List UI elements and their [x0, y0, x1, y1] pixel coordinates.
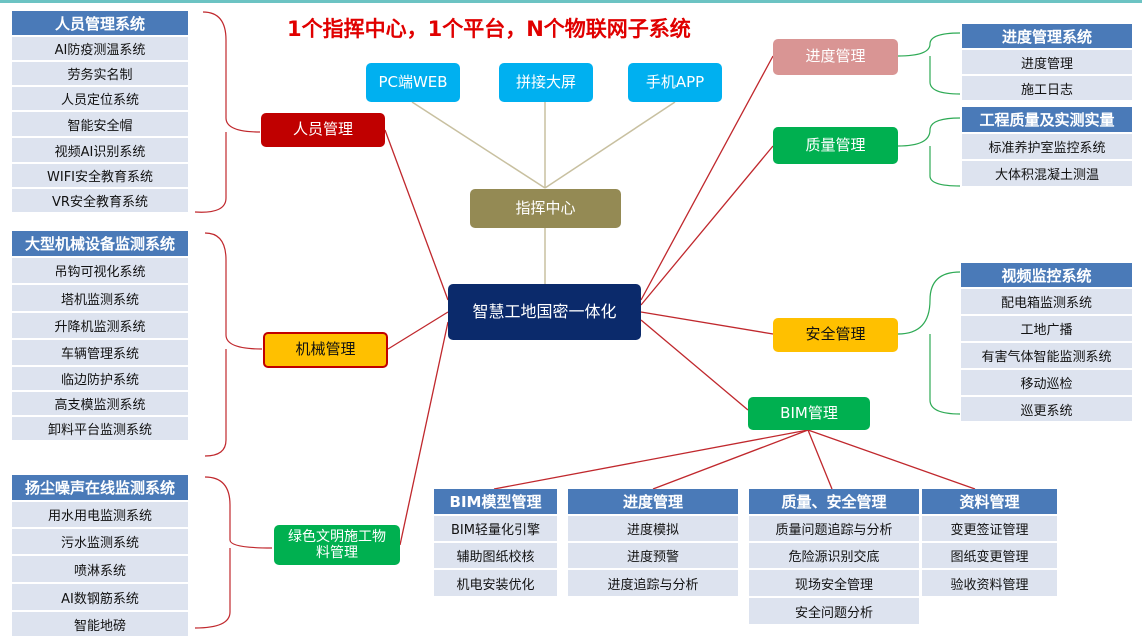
list-item[interactable]: BIM轻量化引擎 [434, 516, 557, 541]
machinery-systems-header: 大型机械设备监测系统 [12, 231, 188, 256]
list-item[interactable]: 污水监测系统 [12, 529, 188, 554]
page-headline: 1个指挥中心，1个平台，N个物联网子系统 [287, 17, 691, 41]
list-item[interactable]: 施工日志 [962, 76, 1132, 100]
list-item[interactable]: 现场安全管理 [749, 570, 919, 596]
list-item[interactable]: 验收资料管理 [922, 570, 1057, 596]
terminal-big-screen[interactable]: 拼接大屏 [499, 63, 593, 102]
list-item[interactable]: 人员定位系统 [12, 87, 188, 110]
list-item[interactable]: 吊钩可视化系统 [12, 258, 188, 283]
list-item[interactable]: 车辆管理系统 [12, 340, 188, 365]
list-item[interactable]: 升降机监测系统 [12, 313, 188, 338]
branch-bim[interactable]: BIM管理 [748, 397, 870, 430]
list-item[interactable]: 巡更系统 [961, 397, 1132, 421]
terminal-mobile-app[interactable]: 手机APP [628, 63, 722, 102]
list-item[interactable]: 视频AI识别系统 [12, 138, 188, 162]
link-center-quality [640, 145, 774, 306]
list-item[interactable]: 进度预警 [568, 543, 738, 568]
list-item[interactable]: 卸料平台监测系统 [12, 417, 188, 440]
list-item[interactable]: 机电安装优化 [434, 570, 557, 596]
link-app-command [544, 101, 676, 189]
central-node[interactable]: 智慧工地国密一体化 [448, 284, 641, 340]
list-item[interactable]: 喷淋系统 [12, 556, 188, 582]
link-bim-progress [652, 429, 809, 490]
link-bim-docs [807, 429, 976, 490]
list-item[interactable]: 变更签证管理 [922, 516, 1057, 541]
list-item[interactable]: 辅助图纸校核 [434, 543, 557, 568]
list-item[interactable]: 用水用电监测系统 [12, 502, 188, 527]
list-item[interactable]: 安全问题分析 [749, 598, 919, 624]
branch-progress[interactable]: 进度管理 [773, 39, 898, 75]
link-pc-command [411, 101, 546, 189]
list-item[interactable]: 劳务实名制 [12, 62, 188, 85]
link-bim-model [493, 429, 809, 490]
list-item[interactable]: 有害气体智能监测系统 [961, 343, 1132, 368]
list-item[interactable]: 智能安全帽 [12, 112, 188, 136]
progress-system-header: 进度管理系统 [962, 24, 1132, 48]
bracket-green [194, 476, 273, 629]
link-center-personnel [384, 129, 449, 301]
bim-model-header: BIM模型管理 [434, 489, 557, 514]
list-item[interactable]: 配电箱监测系统 [961, 289, 1132, 314]
branch-safety[interactable]: 安全管理 [773, 318, 898, 352]
list-item[interactable]: 进度追踪与分析 [568, 570, 738, 596]
bracket-safety [897, 271, 961, 415]
list-item[interactable]: WIFI安全教育系统 [12, 164, 188, 187]
list-item[interactable]: AI防疫测温系统 [12, 37, 188, 60]
link-center-green [399, 321, 449, 546]
bracket-machinery [204, 232, 263, 457]
list-item[interactable]: 质量问题追踪与分析 [749, 516, 919, 541]
bracket-quality [897, 117, 961, 187]
link-center-bim [640, 319, 749, 411]
link-bim-qs [807, 429, 833, 490]
list-item[interactable]: 进度模拟 [568, 516, 738, 541]
link-center-safety [640, 311, 774, 335]
list-item[interactable]: AI数钢筋系统 [12, 584, 188, 610]
branch-green-construction[interactable]: 绿色文明施工物料管理 [274, 525, 400, 565]
list-item[interactable]: 危险源识别交底 [749, 543, 919, 568]
list-item[interactable]: 大体积混凝土测温 [962, 161, 1132, 186]
branch-personnel[interactable]: 人员管理 [261, 113, 385, 147]
list-item[interactable]: VR安全教育系统 [12, 189, 188, 212]
list-item[interactable]: 工地广播 [961, 316, 1132, 341]
link-center-machinery [387, 311, 449, 350]
list-item[interactable]: 进度管理 [962, 50, 1132, 74]
bracket-progress [897, 32, 961, 95]
list-item[interactable]: 智能地磅 [12, 612, 188, 636]
command-center-node[interactable]: 指挥中心 [470, 189, 621, 228]
list-item[interactable]: 塔机监测系统 [12, 285, 188, 311]
bim-docs-header: 资料管理 [922, 489, 1057, 514]
quality-measurement-header: 工程质量及实测实量 [962, 107, 1132, 132]
link-center-progress [640, 55, 774, 301]
terminal-pc-web[interactable]: PC端WEB [366, 63, 460, 102]
bim-progress-header: 进度管理 [568, 489, 738, 514]
list-item[interactable]: 高支模监测系统 [12, 392, 188, 415]
top-border [0, 0, 1142, 3]
video-surveillance-header: 视频监控系统 [961, 263, 1132, 287]
list-item[interactable]: 标准养护室监控系统 [962, 134, 1132, 159]
branch-quality[interactable]: 质量管理 [773, 127, 898, 164]
branch-machinery[interactable]: 机械管理 [263, 332, 388, 368]
bracket-personnel [194, 11, 261, 213]
list-item[interactable]: 移动巡检 [961, 370, 1132, 395]
list-item[interactable]: 图纸变更管理 [922, 543, 1057, 568]
personnel-systems-header: 人员管理系统 [12, 11, 188, 35]
bim-quality-safety-header: 质量、安全管理 [749, 489, 919, 514]
dust-noise-header: 扬尘噪声在线监测系统 [12, 475, 188, 500]
list-item[interactable]: 临边防护系统 [12, 367, 188, 390]
